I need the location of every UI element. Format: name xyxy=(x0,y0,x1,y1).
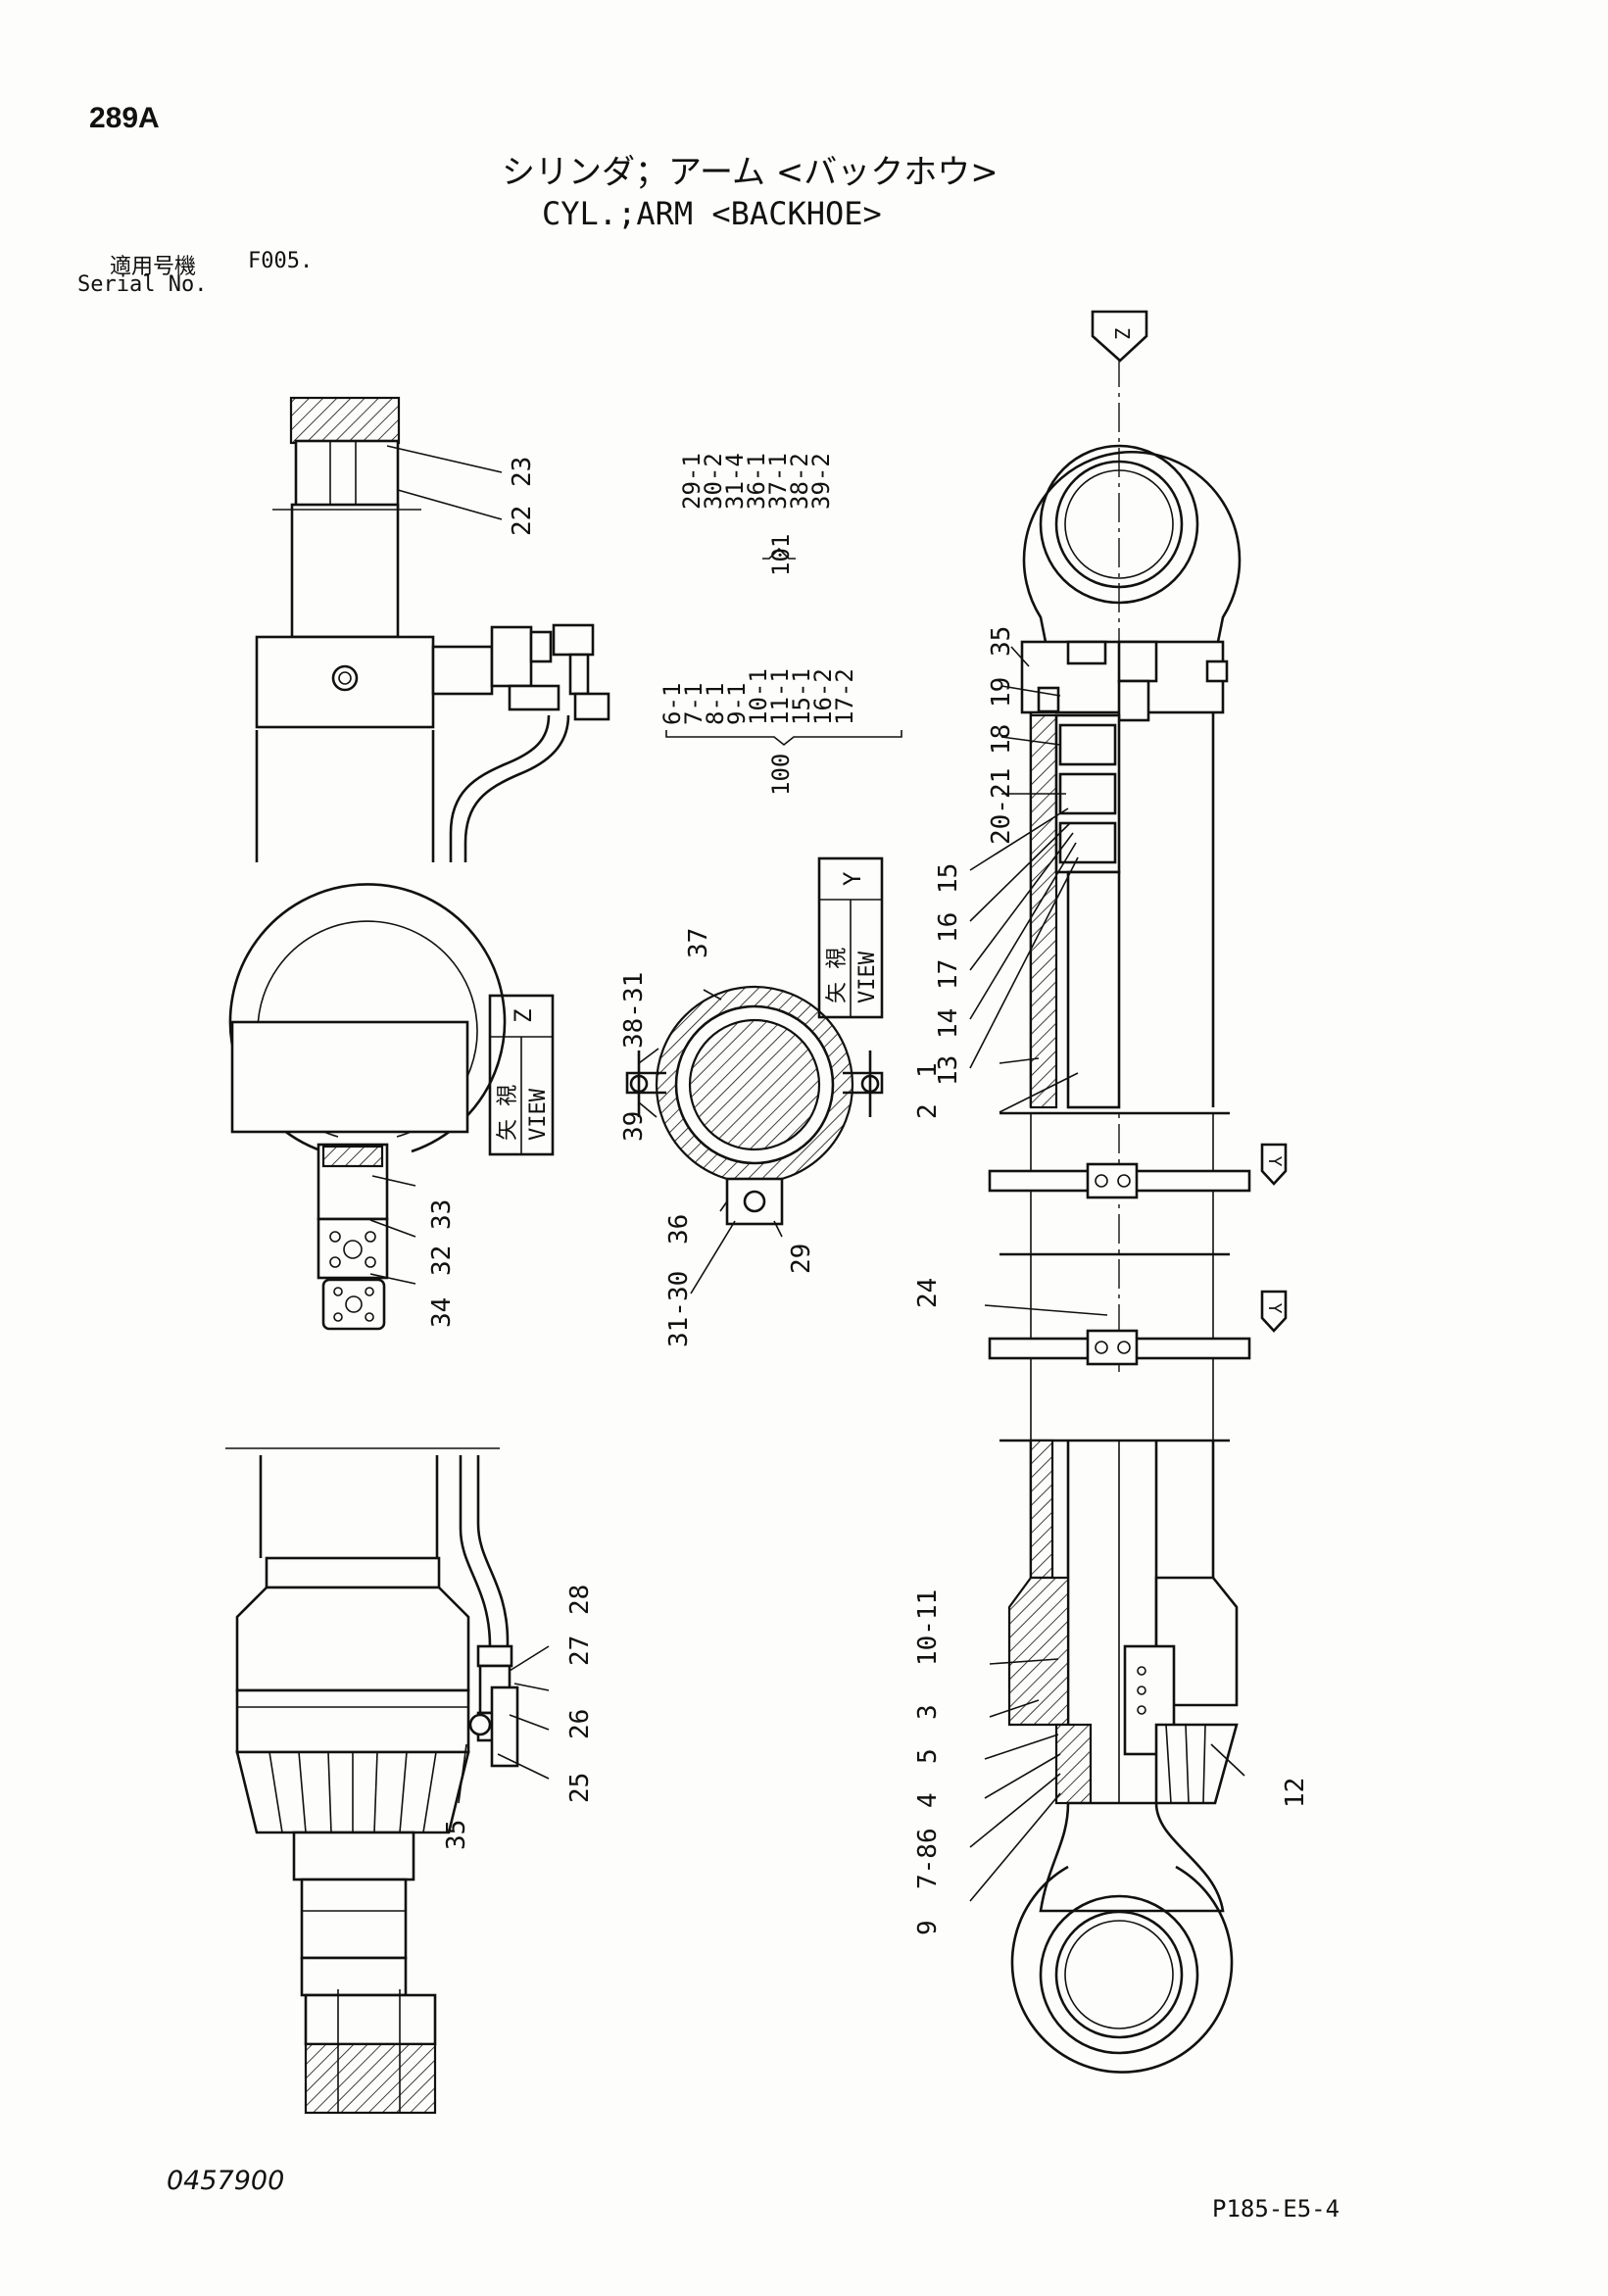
view-arrow-z: Z xyxy=(1091,310,1148,363)
callout-38-31: 38-31 xyxy=(619,972,649,1049)
view-z-label: 矢 視 VIEW Z xyxy=(488,994,555,1156)
callout-14: 14 xyxy=(934,1008,963,1039)
callout-13: 13 xyxy=(934,1055,963,1086)
callout-22: 22 xyxy=(508,506,537,536)
part-callouts: 23 22 35 19 18 20-21 15 16 17 14 13 1 2 … xyxy=(427,457,1310,1935)
callout-23: 23 xyxy=(508,457,537,487)
leader-lines xyxy=(369,445,1245,1902)
view-y-label: 矢 視 VIEW Y xyxy=(817,856,884,1019)
callout-5: 5 xyxy=(913,1748,943,1764)
elbow-fitting-icon xyxy=(468,1713,492,1736)
clamp-section-detail xyxy=(625,985,884,1226)
kit-101-number: 101 xyxy=(767,534,795,576)
callout-33: 33 xyxy=(427,1199,457,1230)
callout-34: 34 xyxy=(427,1297,457,1328)
kit-101-part: 29-1 xyxy=(678,453,706,510)
head-end-detail xyxy=(225,1447,519,2115)
callout-15: 15 xyxy=(934,863,963,894)
callout-16: 16 xyxy=(934,912,963,943)
kit-101-callouts: 101 29-1 30-2 31-4 36-1 37-1 38-2 39-2 xyxy=(678,453,835,576)
callout-18: 18 xyxy=(987,724,1016,755)
svg-text:Y: Y xyxy=(1264,1156,1285,1167)
kit-100-part: 6-1 xyxy=(658,683,686,725)
tube-wall-section xyxy=(1029,713,1058,1109)
callout-28: 28 xyxy=(565,1585,595,1615)
callout-26: 26 xyxy=(565,1709,595,1739)
bushing-section-top xyxy=(289,396,401,445)
callout-2: 2 xyxy=(913,1103,943,1119)
title-japanese: シリンダ；アーム <バックホウ> xyxy=(502,153,999,192)
view-z-detail xyxy=(228,883,507,1331)
callout-19: 19 xyxy=(987,677,1016,708)
callout-36: 36 xyxy=(664,1214,694,1245)
svg-text:矢 視: 矢 視 xyxy=(496,1085,520,1141)
kit-100-callouts: 100 6-1 7-1 8-1 9-1 10-1 11-1 15-1 16-2 … xyxy=(658,668,858,796)
rod-end-detail xyxy=(255,396,610,862)
callout-39: 39 xyxy=(619,1111,649,1142)
callout-31-30: 31-30 xyxy=(664,1271,694,1347)
flange-plate-icon xyxy=(321,1278,386,1331)
callout-35-top: 35 xyxy=(987,626,1016,657)
kit-100-part: 15-1 xyxy=(788,668,815,725)
callout-37: 37 xyxy=(684,928,713,958)
page-code: 289A xyxy=(89,102,160,134)
callout-17: 17 xyxy=(934,959,963,990)
main-cylinder-assembly xyxy=(988,358,1251,2074)
kit-101-part: 39-2 xyxy=(807,453,835,510)
svg-text:Y: Y xyxy=(839,871,866,886)
callout-27: 27 xyxy=(565,1636,595,1666)
kit-101-part: 36-1 xyxy=(743,453,770,510)
callout-29: 29 xyxy=(787,1244,816,1274)
cylinder-head-body xyxy=(255,635,435,729)
kit-100-part: 8-1 xyxy=(702,683,729,725)
callout-1: 1 xyxy=(913,1062,943,1078)
kit-100-number: 100 xyxy=(767,754,795,796)
svg-text:Y: Y xyxy=(1264,1303,1285,1314)
kit-101-part: 31-4 xyxy=(721,453,749,510)
serial-label-japanese: 適用号機 xyxy=(110,255,197,279)
kit-100-part: 16-2 xyxy=(809,668,837,725)
serial-value: F005. xyxy=(248,249,314,273)
page-reference: P185-E5-4 xyxy=(1212,2195,1340,2223)
svg-text:Z: Z xyxy=(1110,327,1134,339)
svg-text:VIEW: VIEW xyxy=(526,1088,551,1141)
callout-25: 25 xyxy=(565,1773,595,1803)
callout-24: 24 xyxy=(913,1278,943,1308)
kit-101-brace xyxy=(762,547,796,560)
kit-100-part: 17-2 xyxy=(831,668,858,725)
kit-101-part: 30-2 xyxy=(700,453,727,510)
svg-text:Z: Z xyxy=(510,1009,537,1023)
callout-12: 12 xyxy=(1281,1778,1310,1808)
callout-32: 32 xyxy=(427,1246,457,1276)
callout-3: 3 xyxy=(913,1704,943,1720)
title-english: CYL.;ARM <BACKHOE> xyxy=(542,195,882,232)
svg-text:VIEW: VIEW xyxy=(855,951,880,1003)
callout-20-21: 20-21 xyxy=(987,768,1016,845)
document-number: 0457900 xyxy=(167,2166,285,2196)
kit-101-part: 37-1 xyxy=(764,453,792,510)
kit-100-brace xyxy=(665,730,902,747)
pipe-flange-icon xyxy=(552,623,595,657)
callout-9: 9 xyxy=(913,1920,943,1935)
kit-100-part: 11-1 xyxy=(766,668,794,725)
kit-100-part: 9-1 xyxy=(723,683,751,725)
serial-label-english: Serial No. xyxy=(77,272,208,297)
view-arrow-y1: Y xyxy=(1260,1143,1288,1186)
svg-text:矢 視: 矢 視 xyxy=(825,948,850,1003)
callout-10-11: 10-11 xyxy=(913,1589,943,1666)
view-arrow-y2: Y xyxy=(1260,1290,1288,1333)
callout-35-bottom: 35 xyxy=(442,1820,471,1850)
callout-4: 4 xyxy=(913,1792,943,1808)
kit-101-part: 38-2 xyxy=(786,453,813,510)
port-plug-icon xyxy=(331,664,359,692)
callout-7-86: 7-86 xyxy=(913,1828,943,1889)
kit-100-part: 7-1 xyxy=(680,683,707,725)
kit-100-part: 10-1 xyxy=(745,668,772,725)
